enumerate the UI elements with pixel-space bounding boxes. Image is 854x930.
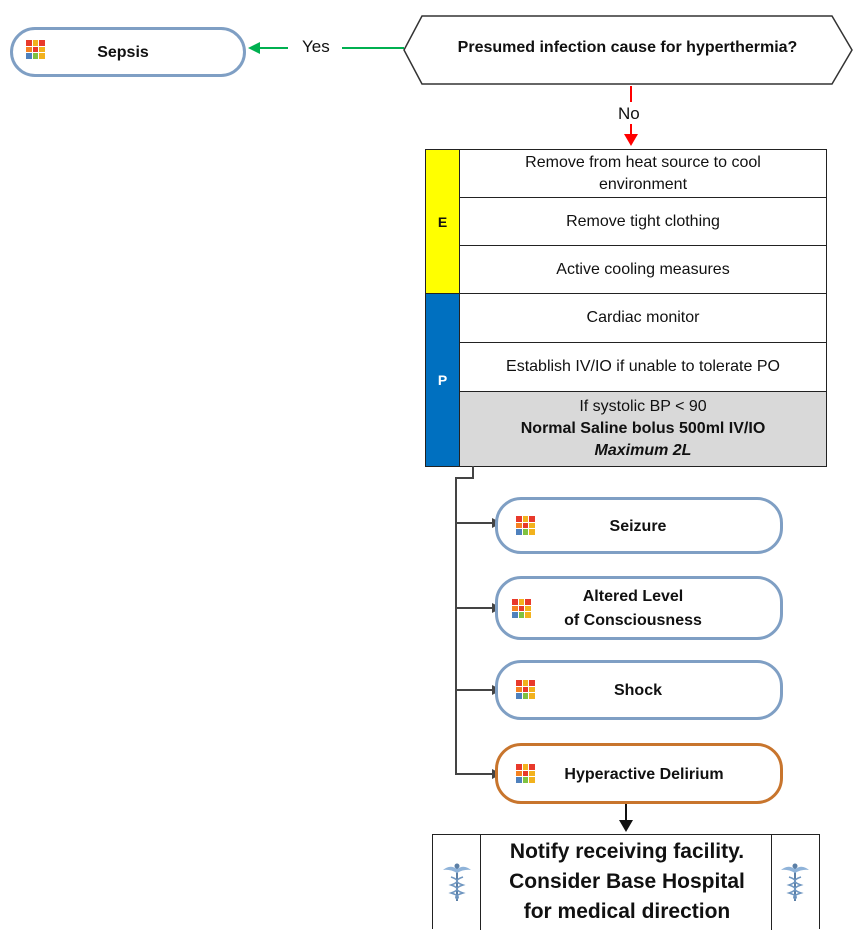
paramedic-item-cardiac-monitor: Cardiac monitor (459, 293, 827, 343)
delirium-label: Hyperactive Delirium (564, 766, 724, 783)
notify-line3: for medical direction (523, 900, 731, 923)
bolus-condition: If systolic BP < 90 (579, 398, 707, 415)
paramedic-bolus-box: If systolic BP < 90 Normal Saline bolus … (459, 391, 827, 467)
alc-label-line1: Altered Level (582, 588, 684, 605)
protocol-grid-icon (26, 40, 45, 59)
emt-item-active-cooling: Active cooling measures (459, 245, 827, 294)
yes-label: Yes (302, 37, 330, 56)
alc-label-line2: of Consciousness (564, 612, 702, 629)
protocol-grid-icon (516, 764, 535, 783)
no-label: No (618, 104, 640, 123)
seizure-node[interactable]: Seizure (495, 497, 783, 554)
bolus-max: Maximum 2L (594, 442, 692, 459)
seizure-label: Seizure (609, 518, 667, 535)
notify-arrow (619, 804, 633, 832)
sepsis-label: Sepsis (97, 44, 149, 61)
emt-level-marker: E (425, 149, 460, 294)
notify-right-panel (771, 835, 819, 930)
notify-left-panel (433, 835, 481, 930)
no-arrow (624, 86, 638, 146)
notify-box: Notify receiving facility. Consider Base… (432, 834, 820, 930)
shock-node[interactable]: Shock (495, 660, 783, 720)
notify-line1: Notify receiving facility. (509, 840, 745, 863)
delirium-node[interactable]: Hyperactive Delirium (495, 743, 783, 804)
protocol-grid-icon (516, 680, 535, 699)
decision-question: Presumed infection cause for hyperthermi… (457, 39, 798, 56)
shock-label: Shock (613, 682, 662, 699)
sepsis-node[interactable]: Sepsis (10, 27, 246, 77)
alc-node[interactable]: Altered Level of Consciousness (495, 576, 783, 640)
protocol-grid-icon (516, 516, 535, 535)
protocol-grid-icon (512, 599, 531, 618)
caduceus-icon (443, 863, 471, 901)
bolus-action: Normal Saline bolus 500ml IV/IO (520, 420, 766, 437)
notify-line2: Consider Base Hospital (509, 870, 745, 893)
paramedic-item-iv-io: Establish IV/IO if unable to tolerate PO (459, 342, 827, 392)
paramedic-level-marker: P (425, 293, 460, 467)
emt-item-tight-clothing: Remove tight clothing (459, 197, 827, 246)
caduceus-icon (781, 863, 809, 901)
yes-arrow (248, 42, 404, 54)
decision-shape (403, 15, 853, 85)
emt-item-remove-heat: Remove from heat source to cool environm… (459, 149, 827, 198)
